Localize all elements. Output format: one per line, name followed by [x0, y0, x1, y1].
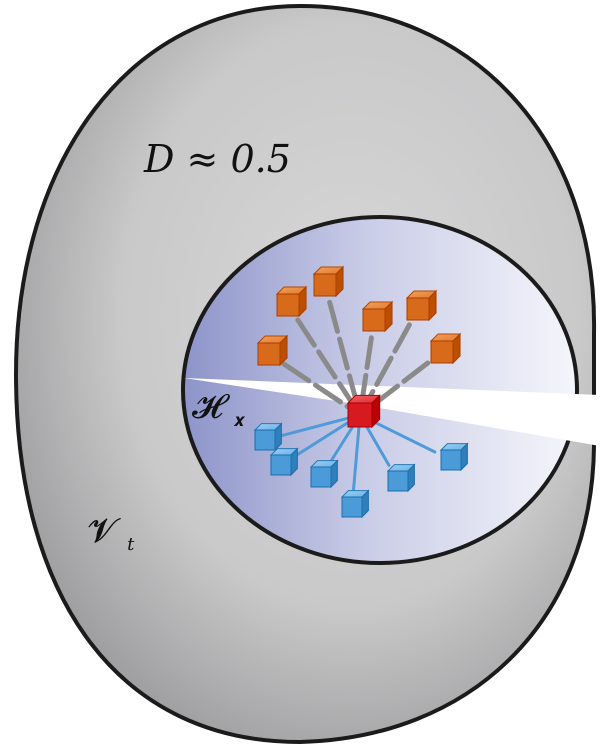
hypothesis-main: 𝓗 — [192, 387, 230, 427]
gray-edge-6 — [369, 360, 431, 409]
orange-node-5 — [256, 334, 289, 367]
blue-edge-2 — [294, 420, 351, 457]
edge-layer — [280, 299, 437, 491]
blue-node-2 — [269, 447, 299, 477]
density-label: D ≈ 0.5 — [143, 137, 291, 181]
hypothesis-subscript: 𝒙 — [233, 410, 245, 431]
blue-node-4 — [340, 489, 370, 519]
blue-edge-5 — [364, 424, 391, 467]
node-layer — [253, 265, 469, 519]
gray-edge-5 — [281, 361, 351, 410]
blue-node-4-front-face — [341, 496, 363, 518]
orange-node-6 — [429, 332, 462, 365]
center-node-front-face — [347, 402, 373, 428]
blue-node-2-front-face — [270, 454, 292, 476]
orange-node-1 — [275, 285, 308, 318]
white-wedge — [184, 378, 600, 446]
center-node — [346, 394, 381, 429]
blue-node-6 — [439, 442, 469, 472]
orange-node-2-front-face — [313, 273, 337, 297]
orange-node-4 — [405, 289, 438, 322]
vertex-main: 𝓥 — [88, 511, 121, 551]
blue-node-3 — [309, 459, 339, 489]
orange-node-3 — [361, 300, 394, 333]
gray-edge-2 — [327, 299, 359, 404]
vertex-set-label: 𝓥 t — [88, 511, 135, 555]
vertex-subscript: t — [127, 534, 135, 555]
blue-edge-1 — [280, 416, 349, 437]
orange-node-3-front-face — [362, 308, 386, 332]
orange-node-5-front-face — [257, 342, 281, 366]
orange-node-2 — [312, 265, 345, 298]
orange-node-1-front-face — [276, 293, 300, 317]
gray-edge-1 — [295, 317, 355, 405]
gray-edge-3 — [359, 335, 374, 403]
blue-node-1 — [253, 422, 283, 452]
blue-node-3-front-face — [310, 466, 332, 488]
hypothesis-label: 𝓗 𝒙 — [192, 387, 245, 431]
orange-node-6-front-face — [430, 340, 454, 364]
label-group: D ≈ 0.5 𝓗 𝒙 𝓥 t — [88, 137, 291, 555]
blue-edge-6 — [370, 419, 437, 454]
blue-node-1-front-face — [254, 429, 276, 451]
blue-node-6-front-face — [440, 449, 462, 471]
blue-edge-4 — [352, 426, 361, 491]
blue-node-5 — [386, 463, 416, 493]
orange-node-4-front-face — [406, 297, 430, 321]
blue-node-5-front-face — [387, 470, 409, 492]
blue-edge-3 — [329, 424, 355, 464]
gray-edge-4 — [364, 322, 412, 405]
